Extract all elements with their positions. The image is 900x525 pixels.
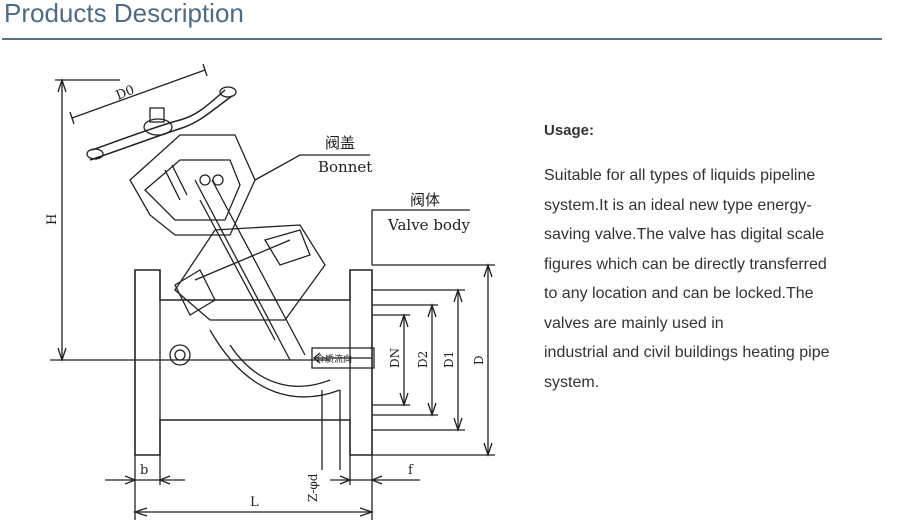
- usage-line: system.It is an ideal new type energy-: [544, 196, 812, 214]
- usage-heading: Usage:: [544, 122, 595, 139]
- usage-line: figures which can be directly transferre…: [544, 255, 827, 273]
- usage-line: valves are mainly used in: [544, 314, 724, 332]
- usage-description: Suitable for all types of liquids pipeli…: [544, 161, 884, 397]
- label-h: H: [45, 214, 60, 225]
- usage-line: system.: [544, 373, 600, 391]
- label-d0: D0: [114, 83, 137, 104]
- usage-line: industrial and civil buildings heating p…: [544, 344, 830, 361]
- usage-section: Usage: Suitable for all types of liquids…: [544, 122, 884, 397]
- label-z-phi-d: Z-φd: [306, 473, 320, 502]
- label-flow-direction: 介质流向: [316, 353, 352, 365]
- valve-technical-drawing: D0 H 阀盖 Bonnet 阀体 Valve body 介质流向 DN D2 …: [45, 63, 495, 520]
- title-divider: [2, 38, 882, 40]
- label-d: D: [472, 355, 486, 365]
- label-bonnet-cn: 阀盖: [325, 134, 355, 152]
- label-bonnet-en: Bonnet: [318, 158, 372, 176]
- label-d1: D1: [442, 351, 456, 368]
- usage-line: saving valve.The valve has digital scale: [544, 226, 825, 243]
- label-b: b: [140, 463, 148, 478]
- usage-line: to any location and can be locked.The: [544, 285, 814, 302]
- label-d2: D2: [416, 351, 430, 368]
- label-l: L: [250, 495, 259, 510]
- label-dn: DN: [388, 348, 402, 368]
- usage-line: Suitable for all types of liquids pipeli…: [544, 167, 816, 184]
- page-title: Products Description: [4, 0, 244, 28]
- label-f: f: [408, 463, 414, 478]
- label-body-en: Valve body: [387, 216, 471, 234]
- label-body-cn: 阀体: [410, 191, 440, 209]
